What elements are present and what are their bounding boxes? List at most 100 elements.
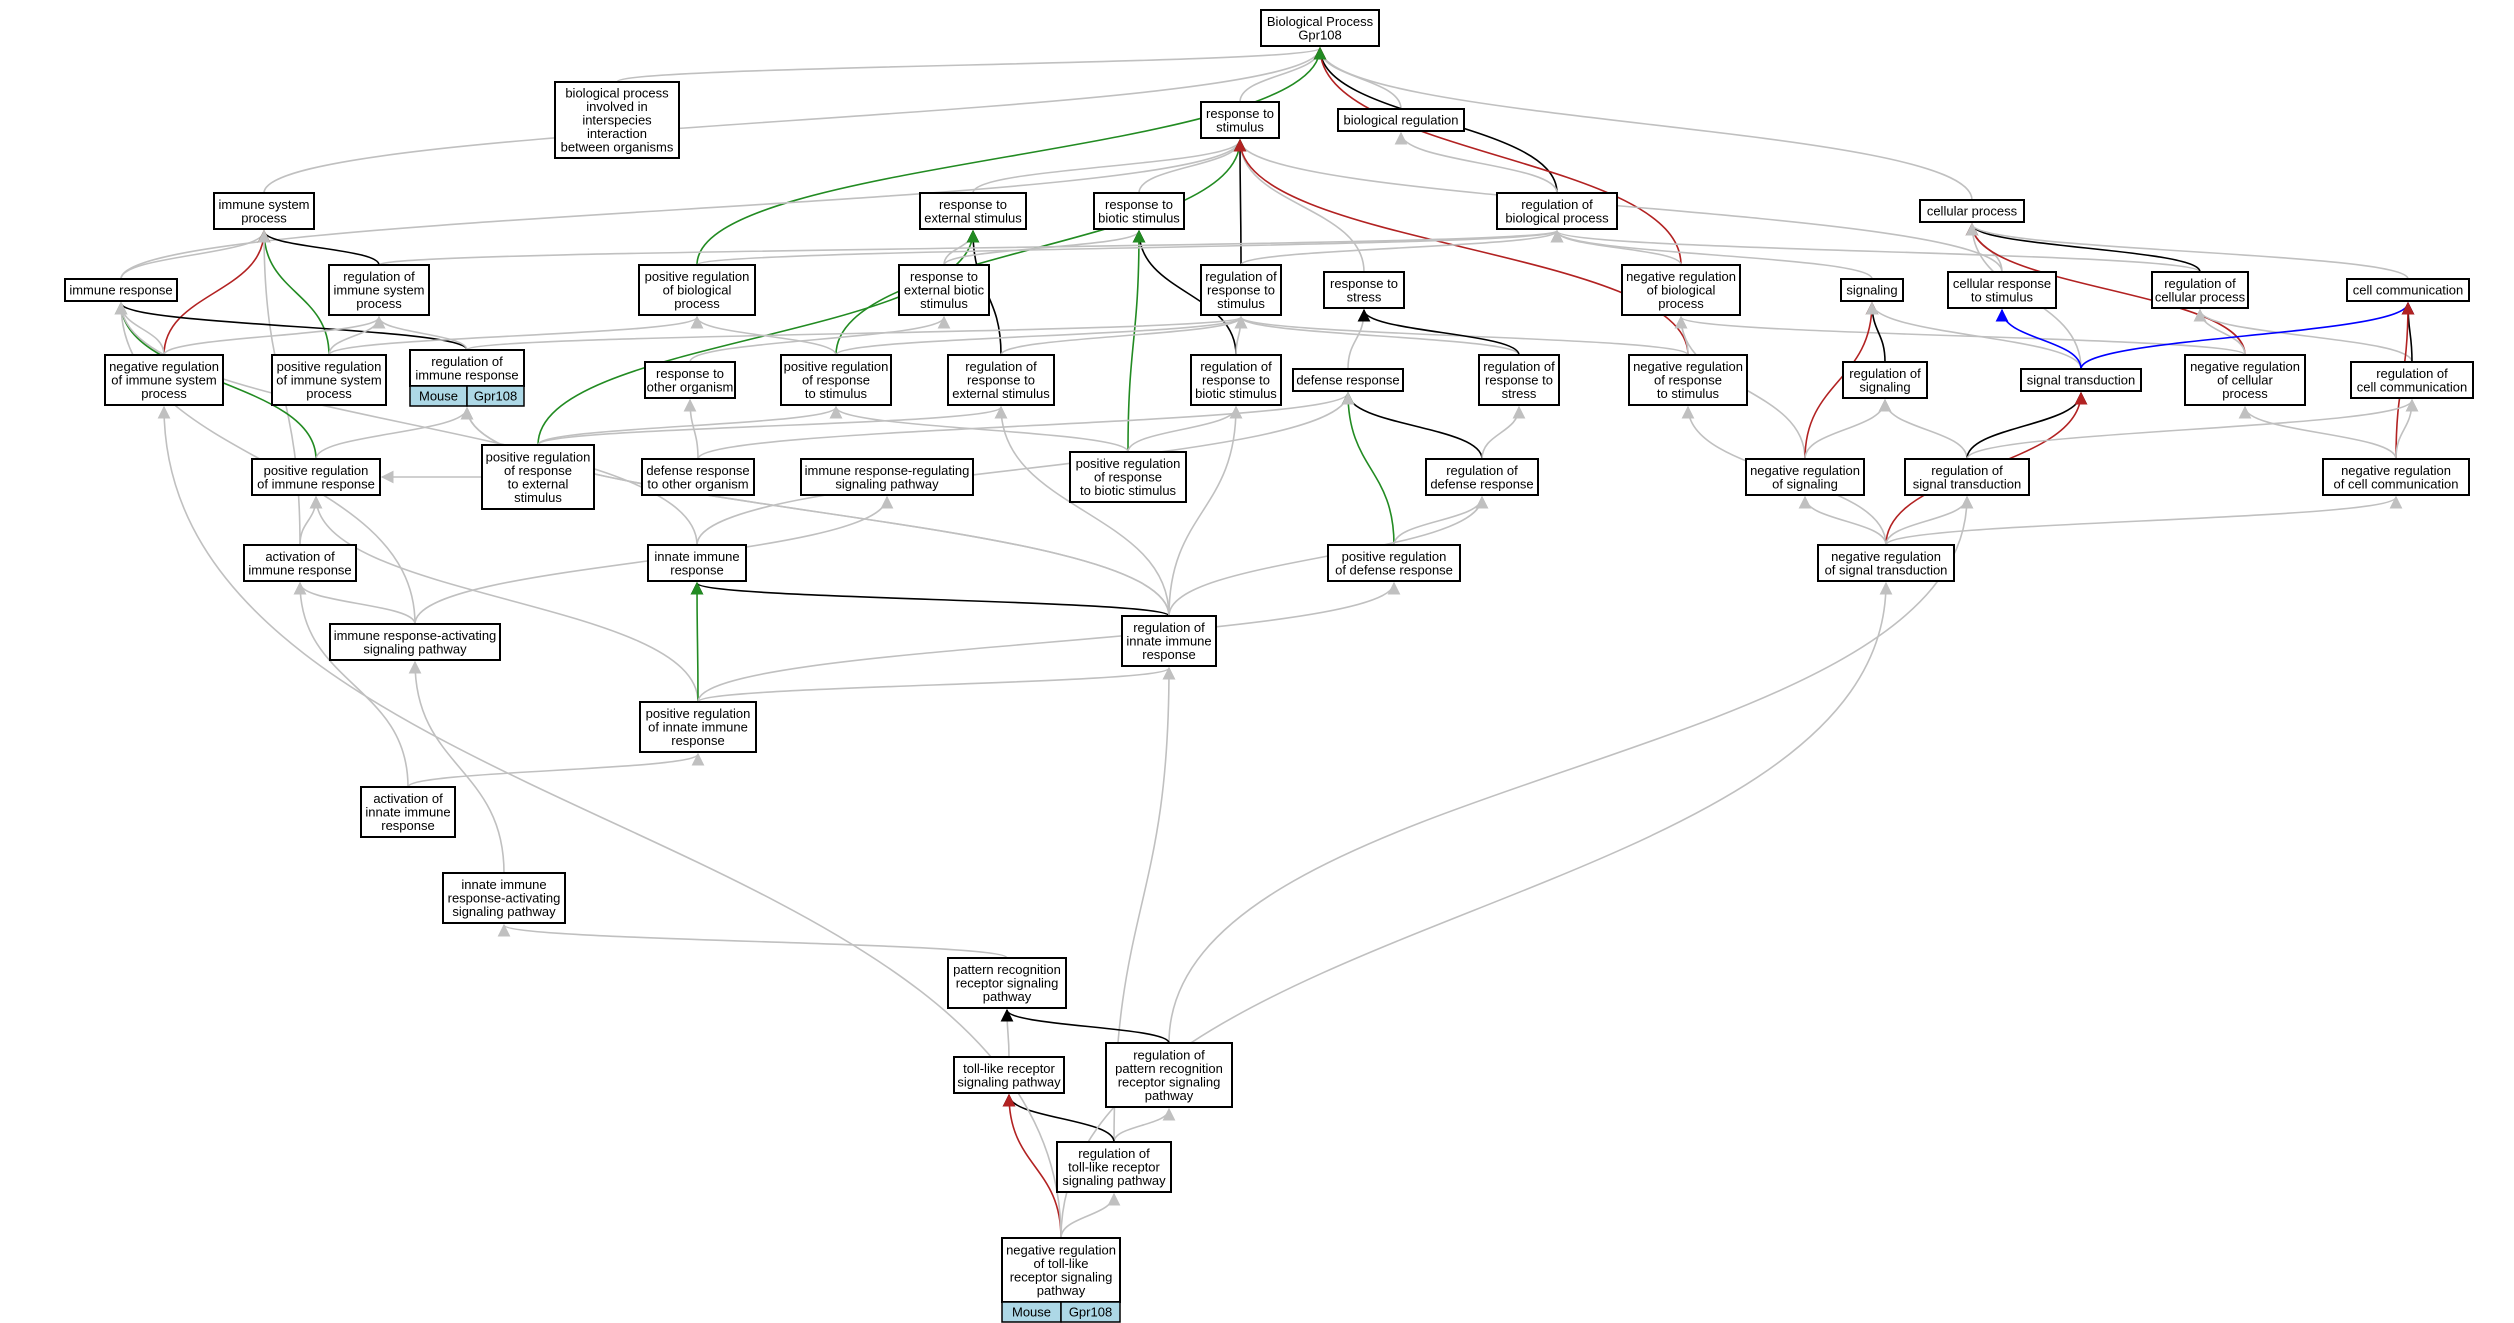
node-box	[251, 458, 381, 496]
node-box	[64, 278, 178, 302]
node-box	[898, 264, 990, 316]
node-label-line: of signal transduction	[1825, 562, 1948, 577]
node-label-line: regulation of	[1200, 359, 1272, 374]
node-label-line: cellular process	[2155, 289, 2246, 304]
node-box	[2350, 361, 2474, 399]
node-box	[1327, 544, 1461, 582]
node-box	[1260, 9, 1380, 47]
node-label-line: positive regulation	[646, 706, 751, 721]
edge-imm_resp-to-resp_stim	[120, 138, 1247, 280]
go-term-node-bio-reg[interactable]: biological regulation	[1337, 108, 1465, 132]
go-term-node-innate-act-sig[interactable]: innate immuneresponse-activatingsignalin…	[442, 872, 566, 924]
node-box	[1621, 264, 1741, 316]
go-term-node-cell-proc[interactable]: cellular process	[1919, 199, 2025, 223]
node-box	[271, 354, 387, 406]
edge-neg_reg_cell_proc-to-cell_proc	[1965, 222, 2246, 356]
node-label-line: regulation of	[965, 359, 1037, 374]
node-box	[953, 1056, 1065, 1094]
go-term-node-sig-trans[interactable]: signal transduction	[2020, 368, 2142, 392]
edge-pos_reg_resp_stim-to-reg_resp_stim	[835, 315, 1248, 356]
go-term-node-cell-comm[interactable]: cell communication	[2346, 278, 2470, 302]
node-box	[1001, 1237, 1121, 1303]
node-label-line: response	[1142, 647, 1195, 662]
node-label-line: pathway	[1037, 1283, 1086, 1298]
edge-reg_resp_bio-to-resp_bio	[1132, 229, 1237, 356]
node-label-line: signaling	[1846, 283, 1897, 298]
go-term-node-signaling[interactable]: signaling	[1840, 278, 1904, 302]
node-label-line: negative regulation	[1831, 549, 1941, 564]
node-box	[1069, 451, 1187, 503]
node-label-line: pathway	[983, 989, 1032, 1004]
node-label-line: regulation of	[1446, 463, 1518, 478]
node-label-line: of response	[1654, 373, 1722, 388]
edge-reg_resp_ext-to-reg_resp_stim	[1000, 315, 1248, 356]
node-label-line: process	[306, 386, 352, 401]
edge-reg_resp_bio-to-reg_resp_stim	[1234, 315, 1248, 356]
edge-cell_comm-to-cell_proc	[1965, 222, 2409, 280]
edge-pos_reg_resp_ext-to-pos_reg_resp_stim	[537, 405, 843, 446]
go-term-node-defense-resp[interactable]: defense response	[1292, 368, 1404, 392]
edge-sig_trans-to-cell_resp_stim	[1995, 308, 2082, 370]
edge-imm_resp-to-imm_sys	[120, 229, 271, 280]
node-label-line: innate immune	[365, 805, 450, 820]
edge-pos_reg_resp_ext-to-reg_resp_ext	[537, 405, 1008, 446]
node-label-line: receptor signaling	[1010, 1269, 1113, 1284]
edge-reg_innate-to-reg_resp_ext	[994, 405, 1170, 617]
node-label-line: of signaling	[1772, 476, 1838, 491]
go-term-node-imm-resp[interactable]: immune response	[64, 278, 178, 302]
node-label-line: of immune response	[257, 476, 375, 491]
edge-act_innate-to-pos_reg_innate	[407, 752, 705, 788]
node-label-line: to stimulus	[1657, 386, 1720, 401]
